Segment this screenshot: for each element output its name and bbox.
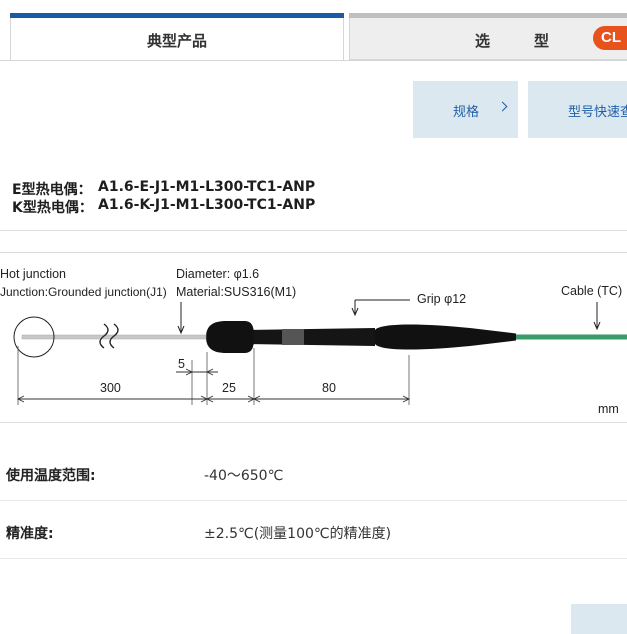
probe-label-band [282,329,304,345]
dimension-80: 80 [322,381,336,395]
section-divider [0,252,627,253]
cable-label: Cable (TC) [561,284,623,298]
thermocouple-diagram [13,299,627,405]
row-divider [0,500,627,501]
hot-junction-label: Hot junction [0,267,67,281]
probe-sheath [21,334,207,340]
model-line-e: E型热电偶： A1.6-E-J1-M1-L300-TC1-ANP [12,179,315,199]
tab-label: 典型产品 [146,32,207,50]
temperature-range-value: -40～650℃ [204,468,284,484]
row-divider [0,558,627,559]
model-line-k: K型热电偶： A1.6-K-J1-M1-L300-TC1-ANP [12,197,315,217]
tab-typical-products[interactable]: 典型产品 [10,13,344,60]
spec-button-label: 规格 [453,105,480,120]
grip-label: Grip φ12 [417,292,467,306]
cable-shape [514,334,627,340]
break-mark [99,323,109,349]
tab-divider [0,60,627,61]
model-label: E型热电偶： [12,182,92,198]
model-code: A1.6-K-J1-M1-L300-TC1-ANP [98,197,316,213]
hot-junction-circle [13,316,55,358]
accuracy-value: ±2.5℃(测量100℃的精准度) [204,526,392,542]
model-code: A1.6-E-J1-M1-L300-TC1-ANP [98,179,316,195]
accuracy-key: 精准度: [6,526,54,542]
temperature-range-key: 使用温度范围: [6,468,96,484]
grip-shape [375,324,516,350]
corner-button[interactable] [571,604,627,634]
spec-button[interactable]: 规格 [413,81,518,138]
section-divider [0,422,627,423]
model-label: K型热电偶： [12,200,93,216]
chevron-right-icon [497,101,508,112]
quick-lookup-label: 型号快速查 [568,105,627,120]
tab-label: 选型 [475,32,594,50]
section-divider [0,230,627,231]
tab-badge: CL [593,26,627,50]
break-mark [109,323,119,349]
dimension-25: 25 [222,381,236,395]
material-label: Material:SUS316(M1) [176,285,297,299]
unit-label: mm [598,402,619,416]
probe-head [206,321,254,353]
probe-body [242,328,375,346]
dimension-5: 5 [178,357,185,371]
dimension-300: 300 [100,381,121,395]
quick-lookup-button[interactable]: 型号快速查 [528,81,627,138]
tab-selection[interactable]: 选型 CL [349,13,627,60]
diameter-label: Diameter: φ1.6 [176,267,260,281]
junction-label: Junction:Grounded junction(J1) [0,285,167,299]
